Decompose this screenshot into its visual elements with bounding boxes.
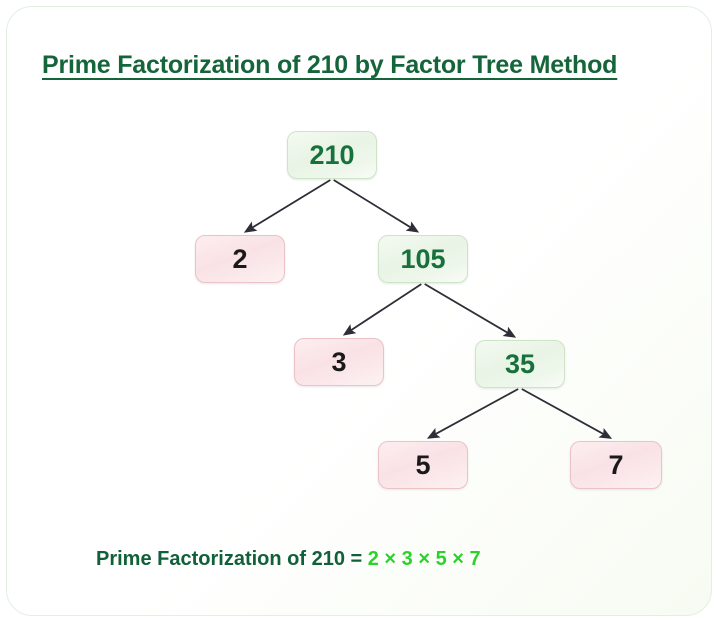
- factor-edge-105-to-35: [424, 283, 517, 338]
- factor-edge-35-to-7: [521, 388, 613, 439]
- factor-node-5: 5: [378, 441, 468, 489]
- factor-edge-210-to-2: [243, 179, 331, 233]
- factor-node-label: 2: [232, 243, 248, 274]
- factor-edge-210-to-105: [333, 179, 420, 233]
- factor-node-label: 7: [608, 449, 624, 480]
- caption-lead: Prime Factorization of 210 =: [96, 548, 368, 570]
- factor-edge-35-to-5: [426, 388, 519, 439]
- page-title: Prime Factorization of 210 by Factor Tre…: [42, 51, 618, 79]
- factor-edge-105-to-3: [342, 283, 422, 336]
- factor-node-label: 35: [504, 348, 536, 379]
- factor-node-3: 3: [294, 338, 384, 386]
- factor-node-label: 5: [415, 449, 431, 480]
- factor-node-label: 105: [400, 243, 446, 274]
- factor-node-105: 105: [378, 235, 468, 283]
- factor-node-7: 7: [570, 441, 662, 489]
- caption-result: 2 × 3 × 5 × 7: [367, 548, 481, 570]
- factor-node-label: 210: [309, 139, 355, 170]
- factor-node-210: 210: [287, 131, 377, 179]
- factorization-caption: Prime Factorization of 210 = 2 × 3 × 5 ×…: [96, 548, 481, 571]
- factor-node-35: 35: [475, 340, 565, 388]
- factor-node-label: 3: [331, 346, 347, 377]
- factor-node-2: 2: [195, 235, 285, 283]
